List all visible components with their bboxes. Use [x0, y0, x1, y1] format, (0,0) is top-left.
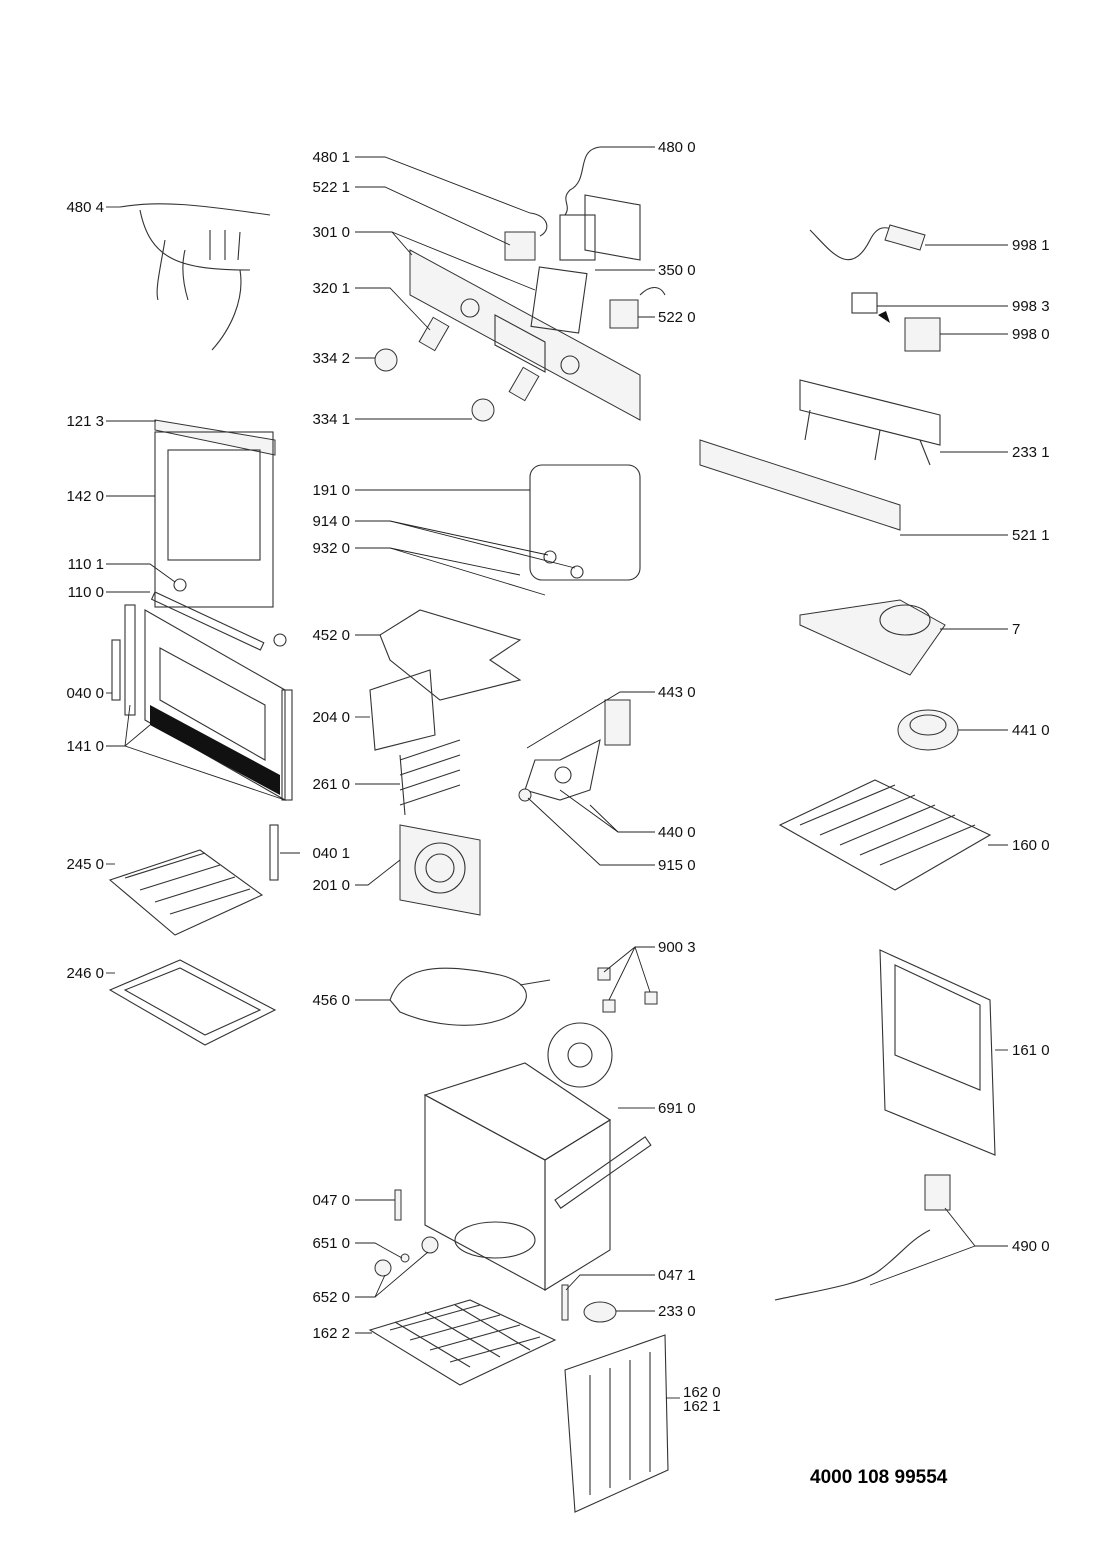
leader-line	[603, 946, 655, 973]
part-number-label: 932 0	[312, 540, 350, 557]
leader-line	[944, 1207, 1008, 1247]
part-number-label: 233 1	[1012, 444, 1050, 461]
part-number-label: 998 3	[1012, 298, 1050, 315]
leader-line	[527, 797, 655, 866]
part-number-label: 443 0	[658, 684, 696, 701]
part-number-label: 191 0	[312, 482, 350, 499]
leader-line	[355, 231, 413, 256]
part-number-label: 162 2	[312, 1325, 350, 1342]
part-number-label: 040 1	[312, 845, 350, 862]
part-number-label: 320 1	[312, 280, 350, 297]
part-number-label: 334 2	[312, 350, 350, 367]
part-number-label: 915 0	[658, 857, 696, 874]
part-number-label: 160 0	[1012, 837, 1050, 854]
part-number-label: 334 1	[312, 411, 350, 428]
leader-line	[589, 804, 619, 833]
leader-line	[124, 724, 151, 747]
part-number-label: 162 1	[683, 1398, 721, 1415]
part-number-label: 521 1	[1012, 527, 1050, 544]
leader-line	[106, 704, 131, 747]
part-number-label: 301 0	[312, 224, 350, 241]
part-number-label: 233 0	[658, 1303, 696, 1320]
leader-line	[559, 789, 655, 833]
leader-line	[526, 691, 655, 749]
leader-line	[106, 563, 176, 583]
part-number-label: 261 0	[312, 776, 350, 793]
part-number-label: 480 1	[312, 149, 350, 166]
leader-line	[355, 520, 549, 556]
part-number-label: 480 0	[658, 139, 696, 156]
leader-line	[565, 1274, 655, 1291]
leader-line	[355, 547, 521, 576]
part-number-label: 246 0	[66, 965, 104, 982]
part-number-label: 441 0	[1012, 722, 1050, 739]
part-number-label: 651 0	[312, 1235, 350, 1252]
parts-drawings	[108, 146, 996, 1513]
document-number: 4000 108 99554	[810, 1467, 948, 1488]
part-number-label: 691 0	[658, 1100, 696, 1117]
part-number-label: 998 0	[1012, 326, 1050, 343]
part-number-label: 350 0	[658, 262, 696, 279]
part-number-label: 914 0	[312, 513, 350, 530]
leader-line	[389, 520, 576, 569]
leader-line	[869, 1245, 976, 1286]
part-number-label: 204 0	[312, 709, 350, 726]
part-number-label: 480 4	[66, 199, 104, 216]
leader-line	[374, 1251, 429, 1298]
part-number-label: 440 0	[658, 824, 696, 841]
part-number-label: 121 3	[66, 413, 104, 430]
part-number-label: 245 0	[66, 856, 104, 873]
leader-line	[355, 1242, 403, 1259]
part-number-label: 452 0	[312, 627, 350, 644]
part-number-label: 652 0	[312, 1289, 350, 1306]
part-number-label: 110 1	[68, 556, 104, 573]
part-number-label: 110 0	[68, 584, 104, 601]
leader-line	[355, 287, 431, 331]
part-number-label: 141 0	[66, 738, 104, 755]
leader-line	[389, 547, 546, 596]
part-number-label: 7	[1012, 621, 1020, 638]
leader-line	[355, 156, 531, 214]
part-number-label: 161 0	[1012, 1042, 1050, 1059]
part-number-label: 900 3	[658, 939, 696, 956]
part-number-label: 522 0	[658, 309, 696, 326]
leader-lines	[106, 146, 1008, 1399]
part-number-label: 490 0	[1012, 1238, 1050, 1255]
part-number-label: 047 0	[312, 1192, 350, 1209]
leader-line	[634, 946, 651, 993]
part-number-label: 456 0	[312, 992, 350, 1009]
part-number-label: 522 1	[312, 179, 350, 196]
leader-line	[391, 231, 536, 291]
part-number-label: 040 0	[66, 685, 104, 702]
leader-line	[355, 1274, 386, 1298]
leader-line	[355, 186, 511, 246]
part-number-label: 142 0	[66, 488, 104, 505]
part-number-label: 047 1	[658, 1267, 696, 1284]
leader-line	[124, 745, 286, 801]
leader-line	[355, 859, 401, 886]
part-number-label: 201 0	[312, 877, 350, 894]
part-number-label: 998 1	[1012, 237, 1050, 254]
part-number-label: 162 0	[683, 1384, 721, 1401]
leader-line	[608, 946, 636, 1001]
part-labels: 480 1 480 0 480 4 522 1 301 0 350 0 998 1 320 1…	[66, 139, 1049, 1415]
